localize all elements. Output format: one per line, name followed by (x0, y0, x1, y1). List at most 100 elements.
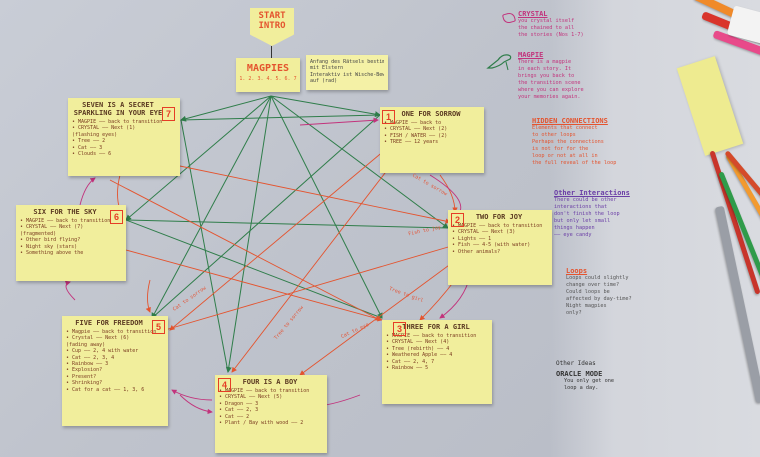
other-heading: Other Interactions (554, 189, 630, 197)
note-line: Perhaps the connections (532, 139, 604, 145)
magpies-title: MAGPIES (246, 63, 290, 74)
note-line: interactions that (554, 204, 608, 210)
story-line: • Dragon —— 3 (219, 400, 259, 407)
number-badge: 2 (451, 213, 464, 227)
story-line: • Shrinking? (66, 380, 103, 387)
loops-note: Loops Loops could slightly change over t… (566, 268, 632, 317)
story-line: • Clouds —— 6 (72, 151, 112, 158)
note-line: things happen (554, 225, 595, 231)
number-badge: 1 (382, 110, 395, 124)
magpie-note: MAGPIE There is a magpie in each story. … (518, 52, 584, 101)
story-card-two: TWO FOR JOY • MAGPIE —— back to transiti… (448, 210, 552, 285)
story-line: • Cat —— 2, 3, 4 (66, 354, 115, 361)
story-line: • Explosion? (66, 367, 103, 374)
story-line: • Tree (rebirth) —— 4 (386, 345, 450, 352)
aside-card: Anfang des Rätsels bestimmen mit Elstern… (306, 55, 388, 90)
story-line: (fading away) (66, 341, 106, 348)
crystal-heading: CRYSTAL (518, 10, 548, 18)
story-title: SEVEN IS A SECRET SPARKLING IN YOUR EYE (73, 101, 163, 117)
story-line: • Night sky (stars) (20, 243, 78, 250)
number-badge: 7 (162, 107, 175, 121)
aside-line: Interaktiv ist Wische-Bewegung (310, 71, 384, 78)
number-badge: 4 (218, 378, 231, 392)
hidden-heading: HIDDEN CONNECTIONS (532, 117, 608, 125)
story-line: • MAGPIE —— back to (384, 120, 442, 126)
number-badge: 6 (110, 210, 123, 224)
note-line: loop a day. (564, 385, 599, 391)
story-line: • Rainbow —— 5 (386, 365, 429, 372)
aside-line: auf (rad) (310, 78, 338, 85)
story-title: FIVE FOR FREEDOM (75, 319, 143, 327)
hidden-connections-note: HIDDEN CONNECTIONS Elements that connect… (532, 118, 616, 167)
story-line: • Fish —— 4-5 (with water) (452, 242, 531, 249)
story-line: • Tree —— 2 (72, 138, 106, 145)
story-title: THREE FOR A GIRL (402, 323, 470, 331)
story-line: (fragmented) (20, 230, 57, 237)
note-line: but only let small (554, 218, 611, 224)
note-line: brings you back to (518, 73, 575, 79)
story-line: • Crystal —— Next (6) (66, 335, 130, 342)
crystal-note: CRYSTAL you crystal itself the chained t… (518, 11, 584, 39)
story-line: • Cup —— 2, 4 with water (66, 348, 139, 355)
story-line: • CRYSTAL —— Next (4) (386, 339, 450, 346)
story-title: SIX FOR THE SKY (33, 208, 97, 216)
note-line: your memories again. (518, 94, 581, 100)
note-line: There is a magpie (518, 59, 572, 65)
orange-hidden-lines (109, 149, 458, 376)
story-line: • Lights —— 1 (452, 235, 492, 242)
note-line: to other loops (532, 132, 576, 138)
story-title: TWO FOR JOY (475, 213, 523, 221)
story-line: • Cat —— 2, 3 (219, 407, 259, 414)
note-line: don't finish the loop (554, 211, 620, 217)
start-to-magpies-line (271, 46, 272, 58)
story-line: • CRYSTAL —— Next (1) (72, 125, 136, 132)
story-line: • CRYSTAL —— Next (5) (219, 394, 283, 401)
story-line: • Present? (66, 373, 97, 380)
story-line: • Other bird flying? (20, 237, 81, 244)
start-line2: INTRO (258, 21, 286, 31)
note-line: change over time? (566, 282, 620, 288)
story-line: • MAGPIE —— back to transition (20, 218, 111, 224)
loops-heading: Loops (566, 267, 588, 275)
note-line: Elements that connect (532, 125, 598, 131)
oracle-heading: ORACLE MODE (556, 370, 603, 378)
story-card-seven: SEVEN IS A SECRET SPARKLING IN YOUR EYE … (68, 98, 180, 176)
story-line: • Other animals? (452, 248, 501, 255)
note-line: You only get one (564, 378, 614, 384)
note-line: Could loops be (566, 289, 610, 295)
story-line: • CRYSTAL —— Next (7) (20, 224, 84, 231)
story-line: • Plant / Bay with wood —— 2 (219, 420, 304, 427)
note-line: Night magpies (566, 303, 607, 309)
note-line: Loops could slightly (566, 275, 629, 281)
note-line: —— eye candy (554, 232, 592, 238)
story-line: • MAGPIE —— back to transition (386, 333, 477, 339)
story-card-one: ONE FOR SORROW • MAGPIE —— back to • CRY… (380, 107, 484, 173)
story-line: • MAGPIE —— back to transition (72, 119, 163, 125)
story-card-six: SIX FOR THE SKY • MAGPIE —— back to tran… (16, 205, 126, 281)
note-line: the full reveal of the loop (532, 160, 617, 166)
story-line: • Cat —— 2, 4, 7 (386, 358, 435, 365)
story-line: • FISH / WATER —— (2) (384, 132, 448, 139)
aside-line: mit Elstern (310, 65, 344, 72)
note-line: the chained to all (518, 25, 575, 31)
other-interactions-note: Other Interactions There could be other … (554, 190, 630, 239)
story-card-five: FIVE FOR FREEDOM • Magpie —— back to tra… (62, 316, 168, 426)
note-line: the stories (Nos 1-7) (518, 32, 584, 38)
aside-line: Anfang des Rätsels bestimmen (310, 59, 384, 65)
note-line: There could be other (554, 197, 617, 203)
note-line: affected by day-time? (566, 296, 632, 302)
note-line: in each story. It (518, 66, 572, 72)
story-line: • Cat —— 3 (72, 144, 103, 151)
note-line: where you can explore (518, 87, 584, 93)
story-line: • Weathered Apple —— 4 (386, 352, 453, 359)
note-line: loop or not at all in (532, 153, 598, 159)
number-badge: 3 (393, 322, 406, 336)
story-line: • Cat —— 2 (219, 413, 250, 420)
start-line1: START (258, 11, 286, 21)
story-title: FOUR IS A BOY (242, 378, 298, 386)
magpies-card: MAGPIES 1. 2. 3. 4. 5. 6. 7 (236, 58, 300, 92)
number-badge: 5 (152, 320, 165, 334)
note-line: only? (566, 310, 582, 316)
